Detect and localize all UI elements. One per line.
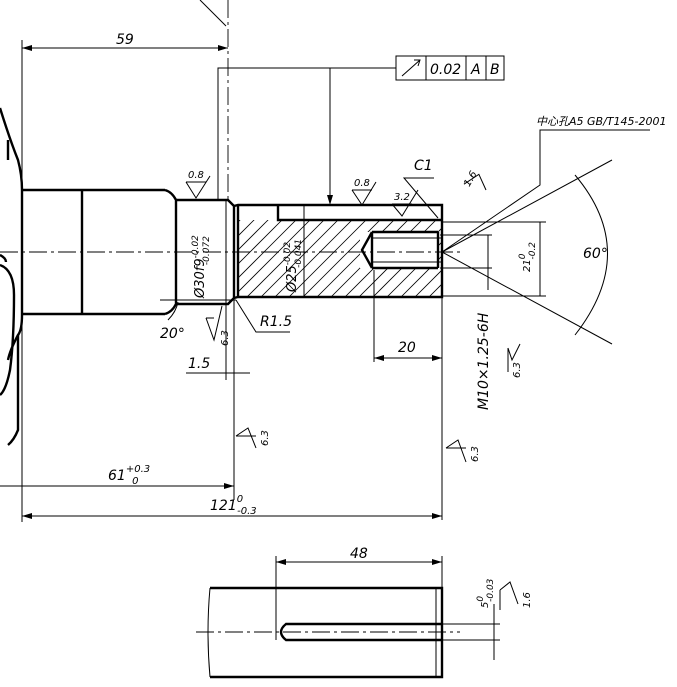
center-hole-leader [441, 129, 650, 253]
roughness-0-8-a: 0.8 [185, 170, 211, 199]
chamfer-leader [402, 177, 439, 219]
reference-slant [199, 0, 227, 27]
flange-lower [7, 335, 20, 446]
hatch-line [425, 220, 442, 297]
roughness-6-3-c: 6.3 [235, 427, 271, 449]
hatch-line [411, 220, 442, 297]
roughness-6-3-a: 6.3 [205, 305, 231, 346]
threaded-hole [360, 230, 438, 270]
arrowhead [22, 513, 32, 519]
roughness-1-6-b: 1.6 [499, 581, 533, 610]
angle-ray-bottom [441, 251, 613, 345]
roughness-6-3-d: 6.3 [445, 439, 481, 463]
svg-text:3.2: 3.2 [394, 192, 410, 203]
radius-leader [235, 299, 290, 333]
break-line [207, 587, 211, 678]
svg-text:0.8: 0.8 [354, 178, 370, 189]
hatch-line [238, 220, 265, 297]
roughness-6-3-b: 6.3 [507, 343, 523, 378]
arrowhead [218, 45, 228, 51]
roughness-1-6-a: 1.6 [462, 169, 487, 191]
center-hole-note: 中心孔A5 GB/T145-2001 [536, 115, 666, 128]
hatch-line [238, 220, 279, 297]
hatch-line [243, 220, 335, 297]
shoulder-outline [164, 188, 178, 316]
arrowhead [224, 483, 234, 489]
datum-b: B [490, 62, 500, 78]
datum-a: A [470, 62, 481, 78]
main-view: 59 0.02 A B 中心孔A5 GB/T145-2001 60° 210-0… [0, 0, 666, 522]
hatch-line [257, 220, 349, 297]
svg-text:1.6: 1.6 [522, 592, 533, 608]
hatch-line [313, 220, 405, 297]
journal-outline [176, 198, 236, 306]
dim-1-5-label: 1.5 [188, 356, 210, 372]
dia-25-label: Ø25-0.02-0.041 [283, 239, 304, 293]
hatch-line [238, 220, 293, 297]
angle-arc [574, 174, 608, 336]
arrowhead [432, 559, 442, 565]
svg-text:0.8: 0.8 [188, 170, 204, 181]
keyway-slot [279, 622, 442, 642]
hatch-line [341, 220, 433, 297]
arrowhead [432, 355, 442, 361]
keyway-view: 48 50-0.03 1.6 [196, 546, 533, 679]
radius-label: R1.5 [260, 314, 292, 330]
flange-upper-edge [0, 140, 10, 263]
arrowhead [327, 195, 333, 205]
dim-121-label: 1210-0.3 [210, 494, 257, 517]
dim-59-label: 59 [116, 32, 134, 48]
arrowhead [22, 45, 32, 51]
thread-label: M10×1.25-6H [476, 312, 492, 410]
flange-outline [0, 107, 24, 396]
hatch-line [439, 220, 442, 297]
svg-text:6.3: 6.3 [260, 430, 271, 446]
arrowhead [276, 559, 286, 565]
angle-20-arc [167, 301, 179, 321]
svg-text:6.3: 6.3 [512, 362, 523, 378]
svg-text:6.3: 6.3 [220, 330, 231, 346]
dim-20-label: 20 [398, 340, 416, 356]
hatch-line [238, 220, 307, 297]
arrowhead [432, 513, 442, 519]
hatch-line [383, 220, 442, 297]
angle-20-label: 20° [160, 326, 185, 342]
hatch-line [238, 220, 321, 297]
dim-21-label: 210-0.2 [518, 242, 538, 272]
hatch-line [299, 220, 391, 297]
section-hatch [238, 220, 442, 297]
hatch-line [397, 220, 442, 297]
tolerance-frame [395, 55, 505, 81]
dim-48-label: 48 [350, 546, 368, 562]
runout-symbol-icon [401, 59, 421, 77]
arrowhead [374, 355, 384, 361]
roughness-3-2: 3.2 [391, 189, 419, 217]
svg-text:6.3: 6.3 [470, 446, 481, 462]
hatch-line [355, 220, 442, 297]
keyway-outline [276, 205, 442, 222]
tolerance-value: 0.02 [430, 62, 461, 78]
angle-60-label: 60° [583, 246, 608, 262]
angle-ray-top [441, 159, 613, 253]
keyway-view-outline [210, 586, 444, 679]
hatch-line [285, 220, 377, 297]
svg-text:1.6: 1.6 [462, 169, 479, 188]
hatch-line [271, 220, 363, 297]
dia-30-label: Ø30f9-0.02-0.072 [191, 235, 212, 299]
dim-5-label: 50-0.03 [476, 578, 496, 608]
chamfer-label: C1 [414, 158, 433, 174]
roughness-0-8-b: 0.8 [351, 178, 377, 206]
tolerance-leader [217, 67, 396, 200]
